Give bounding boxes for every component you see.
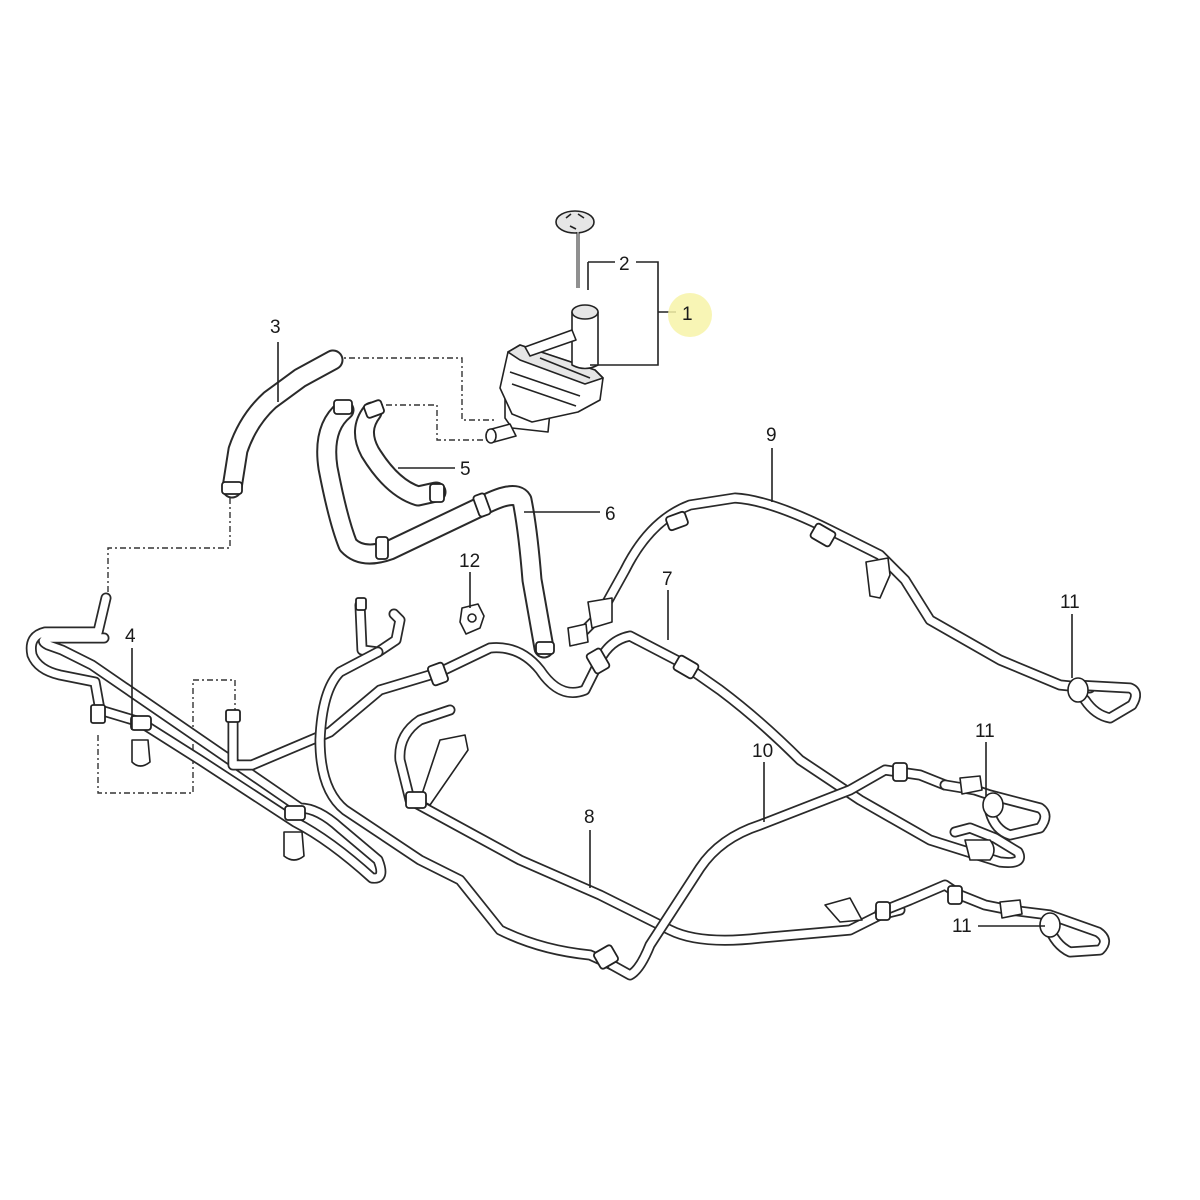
- hose-6[interactable]: [316, 399, 555, 659]
- hose-3[interactable]: [221, 349, 344, 499]
- fitting-11-upper[interactable]: [1067, 677, 1141, 724]
- filler-cap[interactable]: [555, 210, 595, 288]
- callout-highlight: [668, 293, 712, 337]
- hose-5[interactable]: [354, 399, 447, 507]
- callout-6[interactable]: 6: [605, 504, 616, 525]
- clip-12[interactable]: [459, 603, 485, 635]
- callout-1[interactable]: 1: [682, 304, 693, 325]
- pipe-9[interactable]: [567, 492, 1096, 694]
- callout-11-upper[interactable]: 11: [1060, 592, 1080, 613]
- reservoir-assembly[interactable]: [485, 304, 604, 444]
- pipe-upper-clip[interactable]: [314, 597, 618, 971]
- fitting-11-middle[interactable]: [939, 775, 1051, 841]
- callout-9[interactable]: 9: [766, 425, 777, 446]
- callout-4[interactable]: 4: [125, 626, 136, 647]
- callout-10[interactable]: 10: [752, 741, 773, 762]
- leader-lines: [131, 261, 1073, 927]
- pipe-8[interactable]: [394, 704, 906, 946]
- callout-numbers: 1 2 3 4 5 6 7 8 9 10 11 11 11 12: [125, 254, 1080, 937]
- callout-3[interactable]: 3: [270, 317, 281, 338]
- fitting-11-lower[interactable]: [999, 899, 1110, 958]
- callout-5[interactable]: 5: [460, 459, 471, 480]
- callout-11-middle[interactable]: 11: [975, 721, 995, 742]
- dashed-relation-lines: [97, 357, 495, 794]
- pipe-4[interactable]: [25, 592, 387, 884]
- pipe-7[interactable]: [225, 630, 1025, 868]
- pipe-10[interactable]: [593, 762, 1016, 981]
- callout-8[interactable]: 8: [584, 807, 595, 828]
- callout-7[interactable]: 7: [662, 569, 673, 590]
- callout-12[interactable]: 12: [459, 551, 480, 572]
- callout-11-lower[interactable]: 11: [952, 916, 972, 937]
- callout-2[interactable]: 2: [619, 254, 630, 275]
